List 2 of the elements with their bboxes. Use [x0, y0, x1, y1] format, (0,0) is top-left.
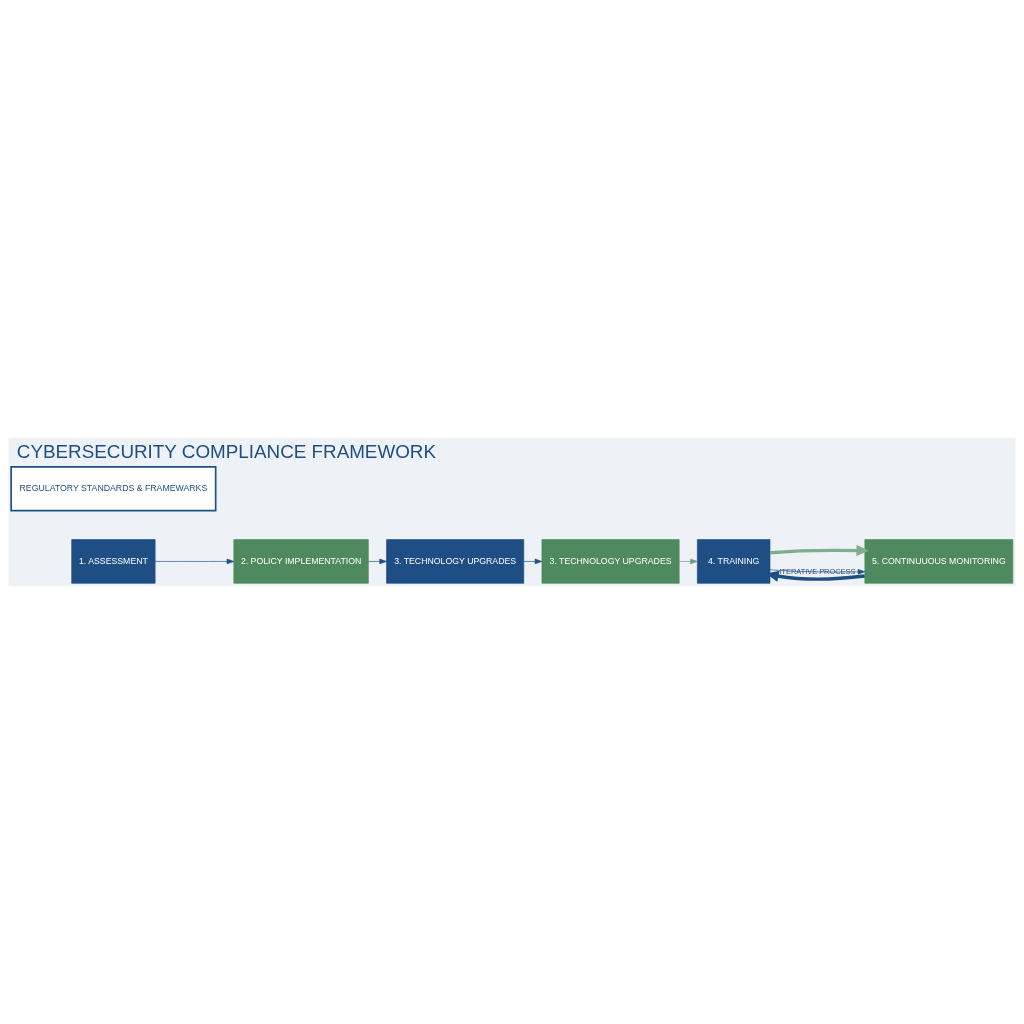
edge-label: ITERATIVE PROCESS — [779, 567, 856, 577]
diagram-title: CYBERSECURITY COMPLIANCE FRAMEWORK — [16, 441, 437, 463]
